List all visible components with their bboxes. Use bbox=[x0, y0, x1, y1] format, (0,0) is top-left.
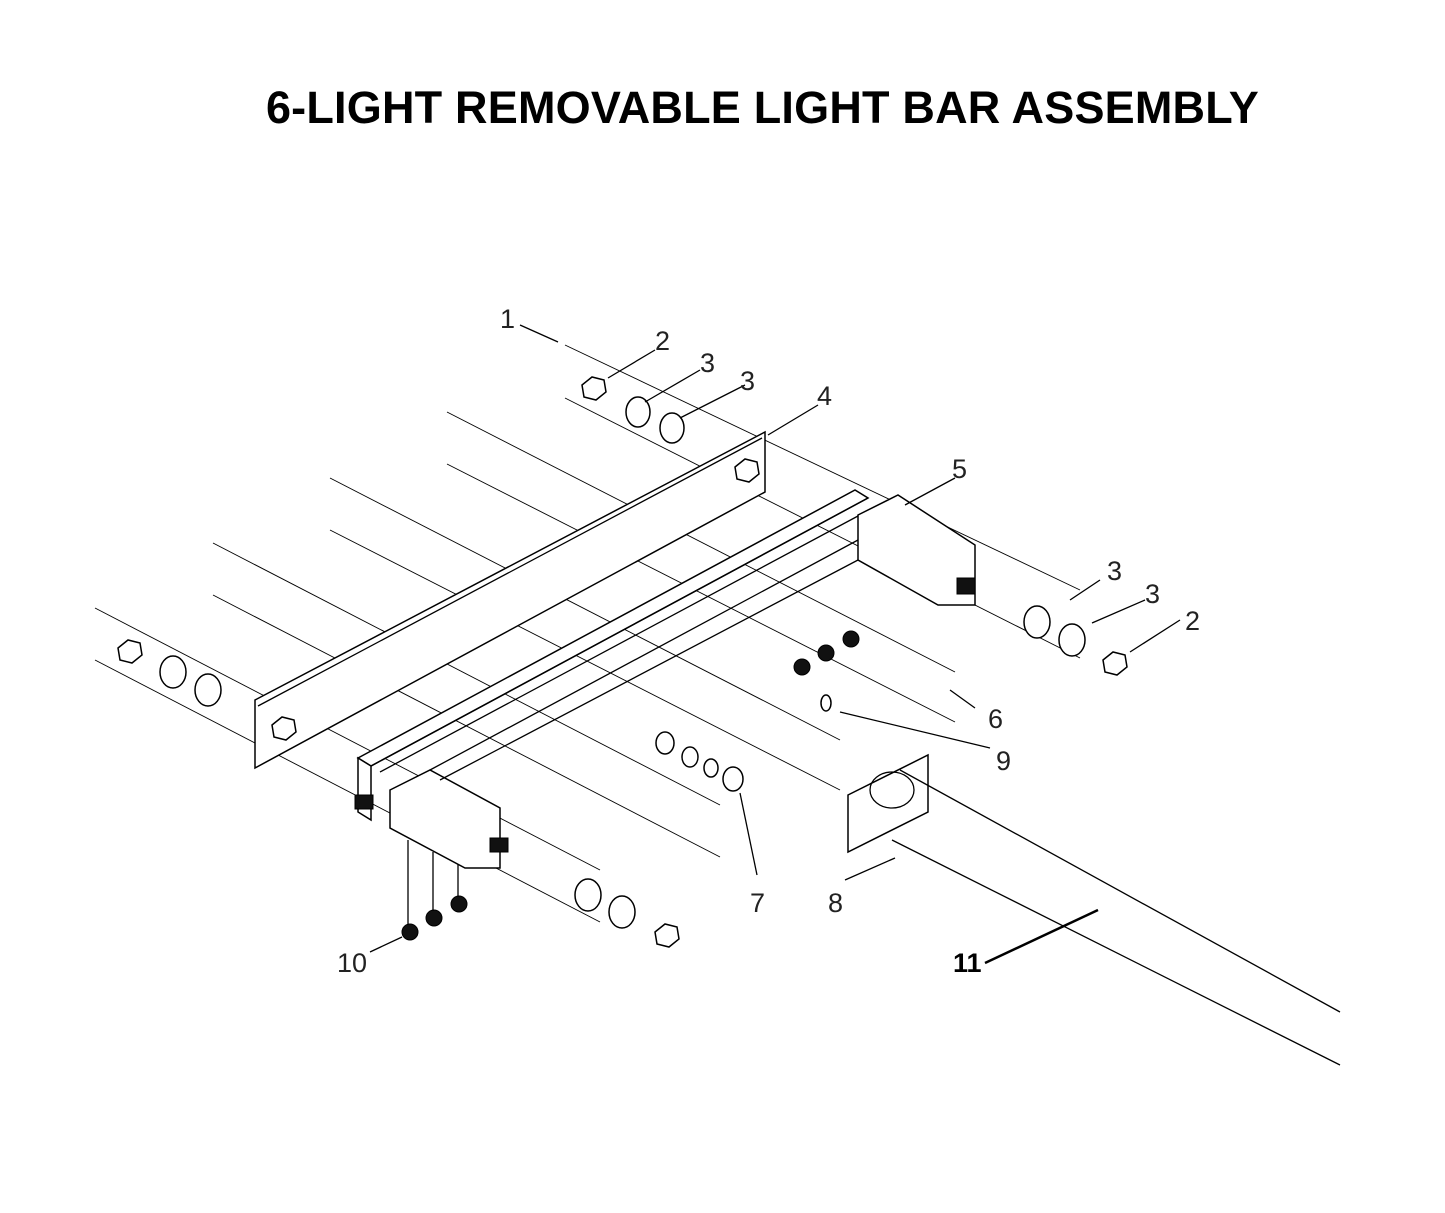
diagram-title: 6-LIGHT REMOVABLE LIGHT BAR ASSEMBLY bbox=[265, 82, 1260, 133]
callout-3-right-a: 3 bbox=[1107, 556, 1122, 586]
callout-3-top-b: 3 bbox=[740, 366, 755, 396]
callout-7: 7 bbox=[750, 888, 765, 918]
callout-2-right: 2 bbox=[1185, 606, 1200, 636]
clamp-clips bbox=[401, 630, 860, 941]
callout-1: 1 bbox=[500, 304, 515, 334]
callout-11: 11 bbox=[953, 948, 982, 978]
callout-6: 6 bbox=[988, 704, 1003, 734]
callout-10: 10 bbox=[337, 948, 367, 978]
callout-2-top: 2 bbox=[655, 326, 670, 356]
callout-5: 5 bbox=[952, 454, 967, 484]
leader-lines bbox=[369, 324, 1181, 965]
callout-4: 4 bbox=[817, 381, 832, 411]
u-frame bbox=[356, 489, 976, 869]
callout-8: 8 bbox=[828, 888, 843, 918]
front-plate bbox=[254, 430, 766, 770]
hardware-parts bbox=[117, 376, 1128, 948]
bolt-axis-lines bbox=[94, 344, 1081, 923]
extension-tube bbox=[891, 769, 1341, 1066]
callout-3-top-a: 3 bbox=[700, 348, 715, 378]
callout-3-right-b: 3 bbox=[1145, 579, 1160, 609]
callout-9: 9 bbox=[996, 746, 1011, 776]
